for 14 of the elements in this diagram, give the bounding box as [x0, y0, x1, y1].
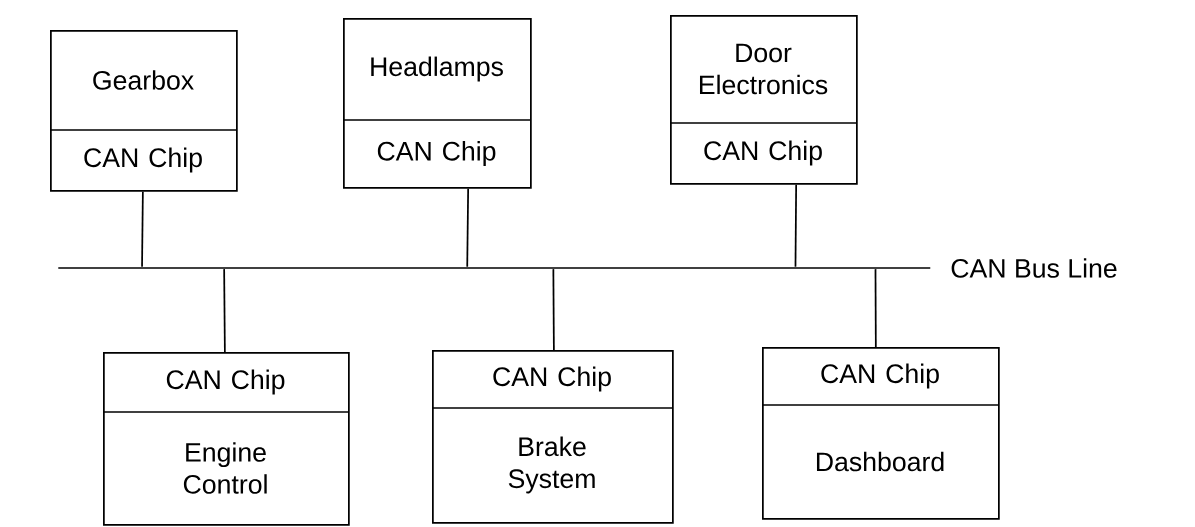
- unit-box: Gearbox CAN Chip: [49, 30, 238, 192]
- connector-line: [141, 190, 144, 268]
- connector-line: [552, 268, 555, 351]
- unit-box: Headlamps CAN Chip: [342, 18, 532, 189]
- bus-label: CAN Bus Line: [951, 258, 1117, 278]
- connector-line: [874, 268, 877, 348]
- connector-line: [794, 183, 798, 268]
- bus-line: [58, 267, 931, 269]
- connector-line: [223, 268, 226, 353]
- unit-box: Door Electronics CAN Chip: [669, 15, 858, 185]
- unit-box: CAN Chip Dashboard: [761, 347, 1000, 520]
- unit-box: CAN Chip Brake System: [431, 350, 674, 524]
- unit-box: CAN Chip Engine Control: [102, 352, 350, 526]
- connector-line: [466, 187, 470, 268]
